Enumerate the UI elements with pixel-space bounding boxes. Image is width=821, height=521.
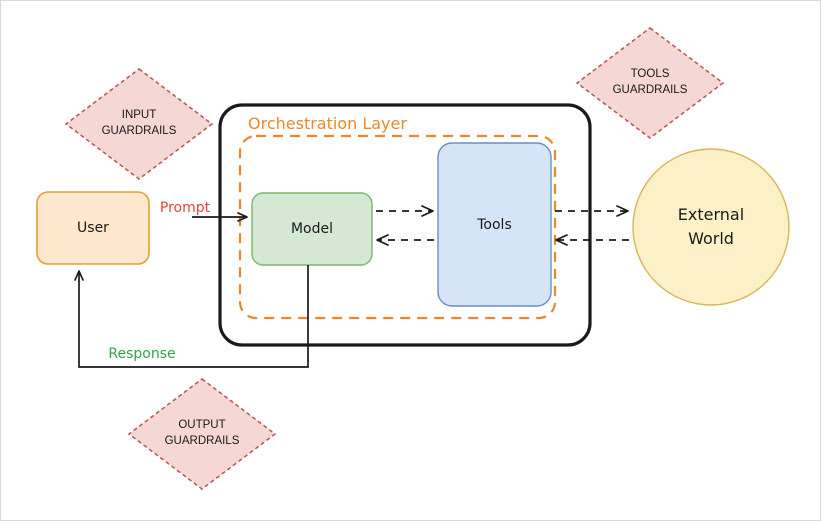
model-node[interactable] [251, 192, 373, 266]
orchestration-layer-container [238, 134, 557, 320]
external-world-node[interactable] [632, 148, 790, 306]
edge-response [74, 265, 309, 368]
input-guardrails-node[interactable] [64, 68, 214, 180]
user-node[interactable] [36, 191, 150, 265]
tools-node[interactable] [437, 142, 552, 307]
output-guardrails-node[interactable] [127, 378, 277, 490]
tools-guardrails-node[interactable] [575, 27, 725, 139]
